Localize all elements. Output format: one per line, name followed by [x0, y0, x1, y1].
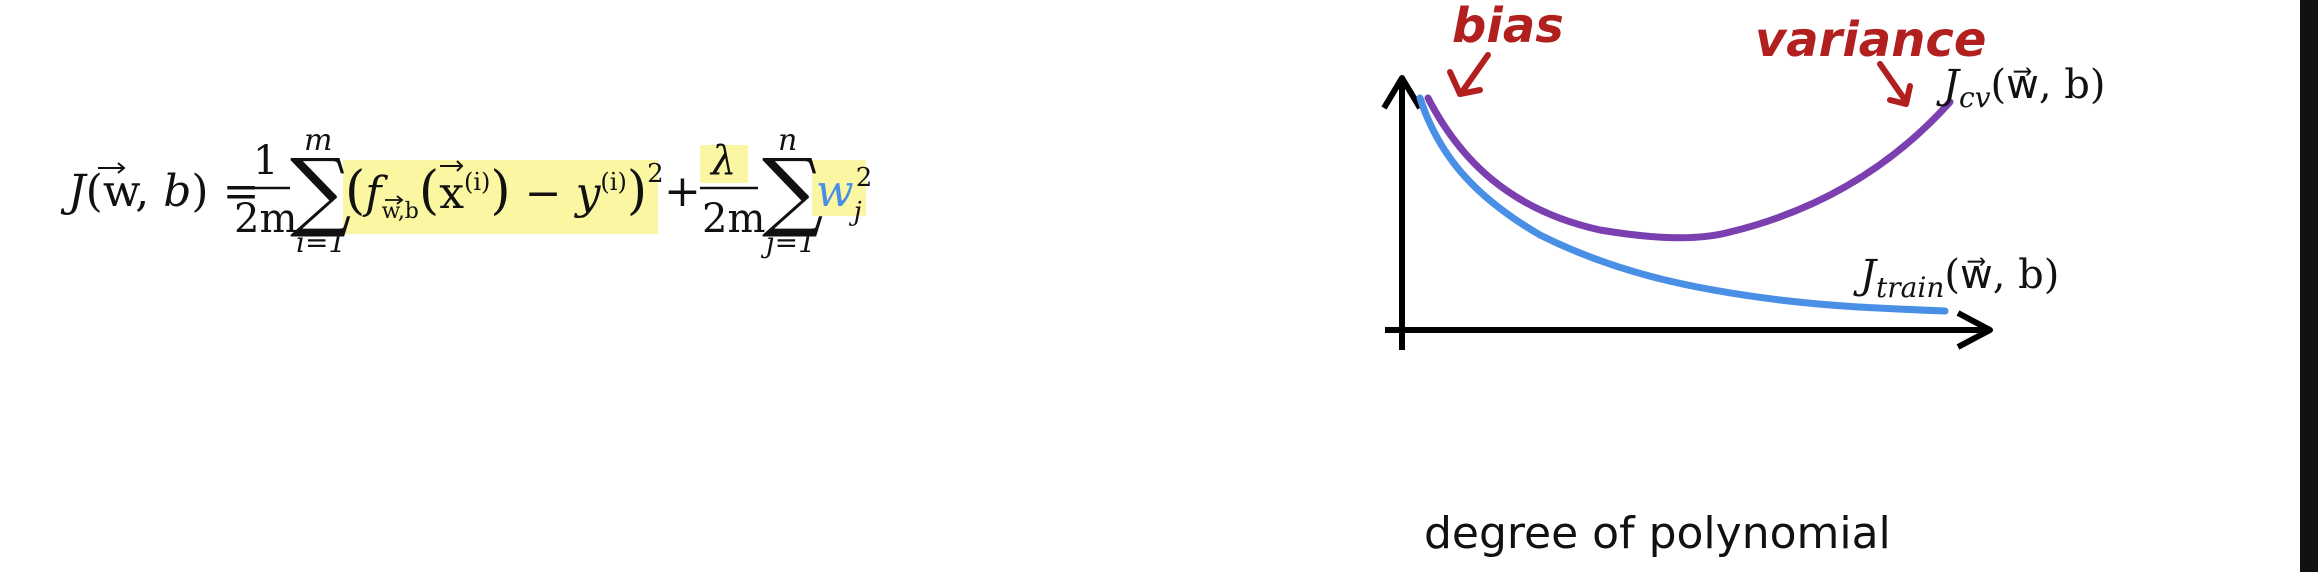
fraction2-denominator: 2m [702, 196, 765, 242]
x-axis-label: degree of polynomial [1424, 508, 1891, 559]
sum2-symbol: ∑ [762, 141, 823, 241]
highlight-weight-term [812, 160, 866, 216]
cv-curve-label: Jcv(w⃗, b) [1943, 62, 2106, 114]
vector-arrow-icon [440, 160, 464, 172]
cv-error-curve [1424, 94, 1954, 242]
bias-annotation: bias [1452, 0, 1564, 54]
fraction2-numerator: λ [709, 138, 736, 184]
right-edge-bar [2300, 0, 2318, 572]
highlight-error-term [343, 160, 658, 234]
bias-variance-graph [1381, 52, 1993, 350]
sum2-bottom: j=1 [760, 226, 816, 259]
fraction1-denominator: 2m [234, 196, 297, 242]
sum1-symbol: ∑ [290, 141, 351, 241]
x-axis-arrow-icon [1956, 310, 1993, 350]
fraction1-numerator: 1 [253, 138, 278, 184]
variance-annotation: variance [1755, 12, 1987, 68]
sum2-top: n [778, 123, 797, 158]
y-axis-arrow-icon [1381, 75, 1423, 110]
sum1-bottom: i=1 [296, 226, 346, 259]
highlight-lambda [700, 145, 748, 183]
vector-arrow-icon [98, 162, 126, 174]
train-curve-label: Jtrain(w⃗, b) [1860, 252, 2060, 304]
plus-sign: + [664, 166, 701, 217]
sum1-top: m [304, 123, 332, 158]
formula-lhs: J(w, b) = [60, 166, 259, 217]
vector-arrow-icon [385, 195, 404, 205]
variance-arrow-icon [1877, 61, 1913, 107]
cost-function-formula: J(w, b) = 1 2m m ∑ i=1 (fw,b(x(i)) − y(i… [60, 123, 872, 259]
train-error-curve [1416, 94, 1949, 315]
error-term: (fw,b(x(i)) − y(i))2 [345, 159, 664, 224]
bias-arrow-icon [1447, 52, 1491, 97]
